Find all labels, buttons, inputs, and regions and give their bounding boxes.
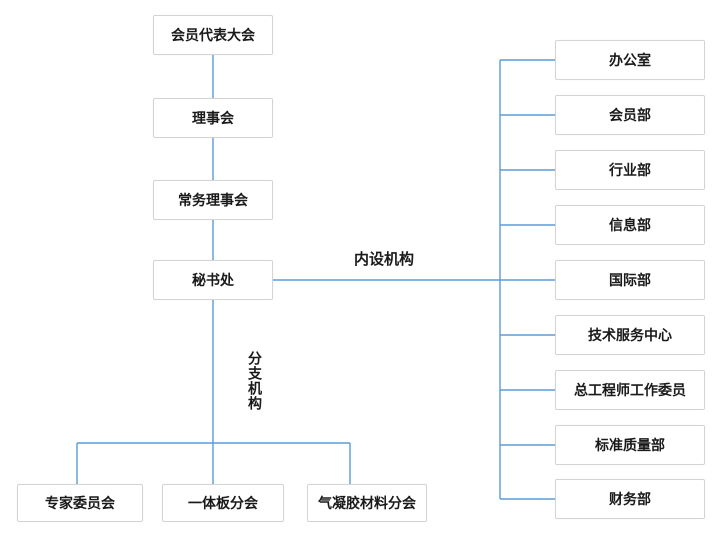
- org-node-standards-quality-dept: 标准质量部: [555, 425, 705, 465]
- org-node-aerogel-branch: 气凝胶材料分会: [307, 484, 427, 522]
- org-node-standing-council: 常务理事会: [153, 180, 273, 220]
- org-node-chief-engineer-committee: 总工程师工作委员: [555, 370, 705, 410]
- org-node-secretariat: 秘书处: [153, 260, 273, 300]
- org-node-council: 理事会: [153, 98, 273, 138]
- internal-orgs-label: 内设机构: [354, 251, 415, 268]
- org-node-membership-dept: 会员部: [555, 95, 705, 135]
- org-node-international-dept: 国际部: [555, 260, 705, 300]
- branch-orgs-label: 分支机构: [247, 351, 263, 411]
- org-node-office: 办公室: [555, 40, 705, 80]
- org-node-tech-service-center: 技术服务中心: [555, 315, 705, 355]
- org-node-expert-committee: 专家委员会: [17, 484, 143, 522]
- org-node-integrated-panel-branch: 一体板分会: [162, 484, 284, 522]
- org-node-information-dept: 信息部: [555, 205, 705, 245]
- org-node-member-congress: 会员代表大会: [153, 15, 273, 55]
- org-node-finance-dept: 财务部: [555, 479, 705, 519]
- org-node-industry-dept: 行业部: [555, 150, 705, 190]
